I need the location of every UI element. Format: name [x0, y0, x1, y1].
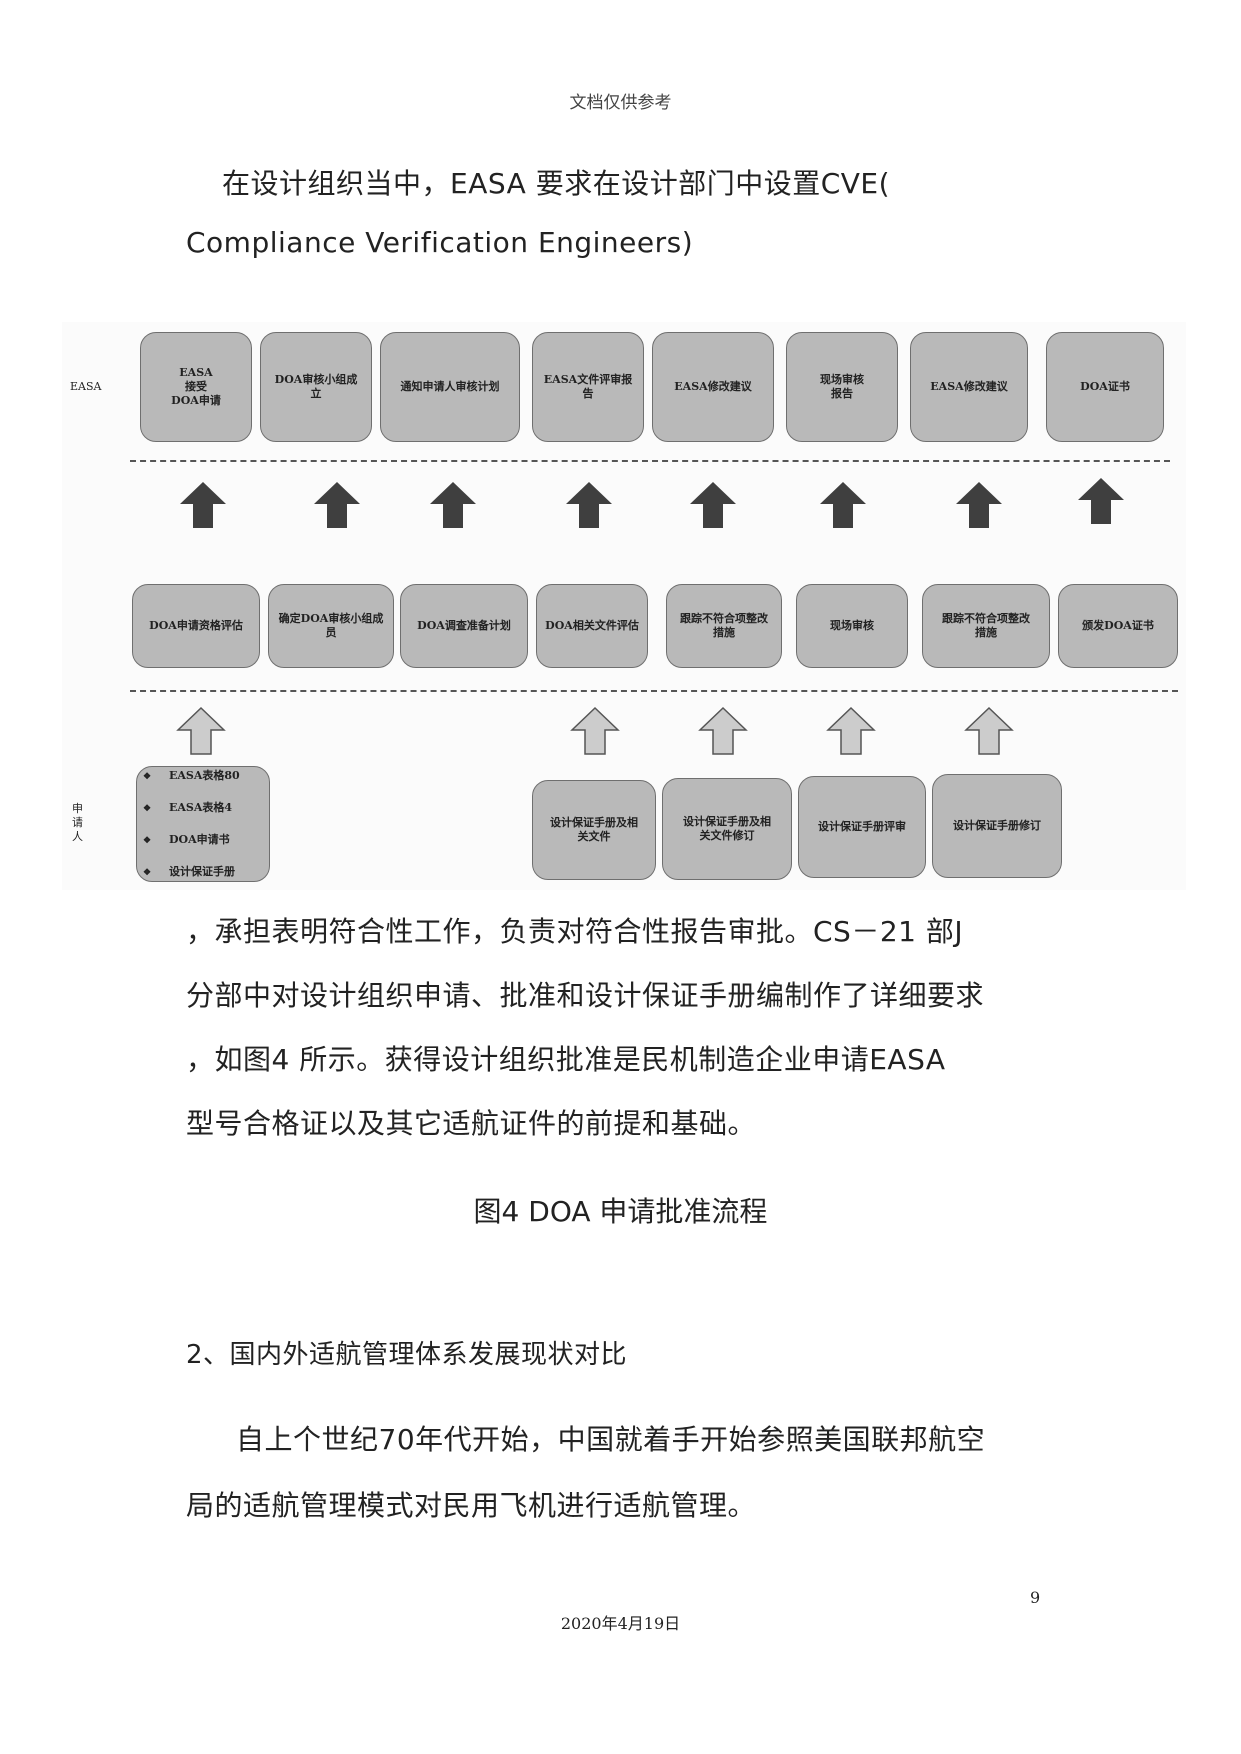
header-note: 文档仅供参考 — [569, 93, 672, 113]
easa-box-1: EASA 接受 DOA申请 — [140, 332, 252, 442]
easa-box-6: 现场审核 报告 — [786, 332, 898, 442]
applicant-doc-item: 设计保证手册 — [143, 864, 240, 881]
applicant-doc-item: EASA表格4 — [143, 800, 240, 817]
easa-box-5: EASA修改建议 — [652, 332, 774, 442]
easa-box-8: DOA证书 — [1046, 332, 1164, 442]
mid-box-2: 确定DOA审核小组成 员 — [268, 584, 394, 668]
up-arrow-light-3 — [698, 706, 748, 755]
easa-box-2: DOA审核小组成 立 — [260, 332, 372, 442]
body-line-2: 分部中对设计组织申请、批准和设计保证手册编制作了详细要求 — [186, 979, 985, 1012]
mid-box-7: 跟踪不符合项整改 措施 — [922, 584, 1050, 668]
up-arrow-dark-4 — [566, 482, 612, 528]
applicant-box-2: 设计保证手册及相 关文件修订 — [662, 778, 792, 880]
applicant-docs-list: EASA表格80 EASA表格4 DOA申请书 设计保证手册 — [143, 753, 240, 896]
easa-box-7: EASA修改建议 — [910, 332, 1028, 442]
intro-line-1: 在设计组织当中，EASA 要求在设计部门中设置CVE( — [222, 167, 891, 200]
section-line-2: 局的适航管理模式对民用飞机进行适航管理。 — [186, 1489, 757, 1522]
mid-box-6: 现场审核 — [796, 584, 908, 668]
up-arrow-light-1 — [176, 706, 226, 755]
footer-date: 2020年4月19日 — [560, 1614, 681, 1633]
applicant-box-4: 设计保证手册修订 — [932, 774, 1062, 878]
up-arrow-light-5 — [964, 706, 1014, 755]
lane-label-easa: EASA — [70, 380, 102, 393]
lane-label-applicant: 申 请 人 — [72, 802, 83, 843]
body-line-4: 型号合格证以及其它适航证件的前提和基础。 — [186, 1107, 757, 1140]
applicant-doc-item: EASA表格80 — [143, 768, 240, 785]
body-line-3: ，如图4 所示。获得设计组织批准是民机制造企业申请EASA — [186, 1043, 946, 1076]
easa-box-3: 通知申请人审核计划 — [380, 332, 520, 442]
applicant-box-1: 设计保证手册及相 关文件 — [532, 780, 656, 880]
up-arrow-dark-8 — [1078, 478, 1124, 524]
up-arrow-dark-6 — [820, 482, 866, 528]
mid-box-1: DOA申请资格评估 — [132, 584, 260, 668]
up-arrow-light-2 — [570, 706, 620, 755]
up-arrow-dark-2 — [314, 482, 360, 528]
up-arrow-dark-1 — [180, 482, 226, 528]
figure-caption: 图4 DOA 申请批准流程 — [473, 1195, 768, 1228]
section-title: 2、国内外适航管理体系发展现状对比 — [186, 1340, 628, 1370]
page-number: 9 — [1030, 1588, 1041, 1607]
doa-flow-diagram: EASA 申 请 人 EASA 接受 DOA申请 DOA审核小组成 立 通知申请… — [62, 322, 1186, 890]
up-arrow-light-4 — [826, 706, 876, 755]
section-line-1: 自上个世纪70年代开始，中国就着手开始参照美国联邦航空 — [236, 1423, 986, 1456]
applicant-box-3: 设计保证手册评审 — [798, 776, 926, 878]
mid-box-4: DOA相关文件评估 — [536, 584, 648, 668]
applicant-doc-item: DOA申请书 — [143, 832, 240, 849]
mid-box-3: DOA调查准备计划 — [400, 584, 528, 668]
up-arrow-dark-7 — [956, 482, 1002, 528]
mid-box-5: 跟踪不符合项整改 措施 — [666, 584, 782, 668]
body-line-1: ，承担表明符合性工作，负责对符合性报告审批。CS－21 部J — [186, 915, 964, 948]
easa-box-4: EASA文件评审报 告 — [532, 332, 644, 442]
mid-box-8: 颁发DOA证书 — [1058, 584, 1178, 668]
up-arrow-dark-3 — [430, 482, 476, 528]
intro-line-2: Compliance Verification Engineers) — [186, 226, 694, 259]
up-arrow-dark-5 — [690, 482, 736, 528]
applicant-separator — [130, 690, 1178, 692]
applicant-docs-box: EASA表格80 EASA表格4 DOA申请书 设计保证手册 — [136, 766, 270, 882]
easa-separator — [130, 460, 1170, 462]
